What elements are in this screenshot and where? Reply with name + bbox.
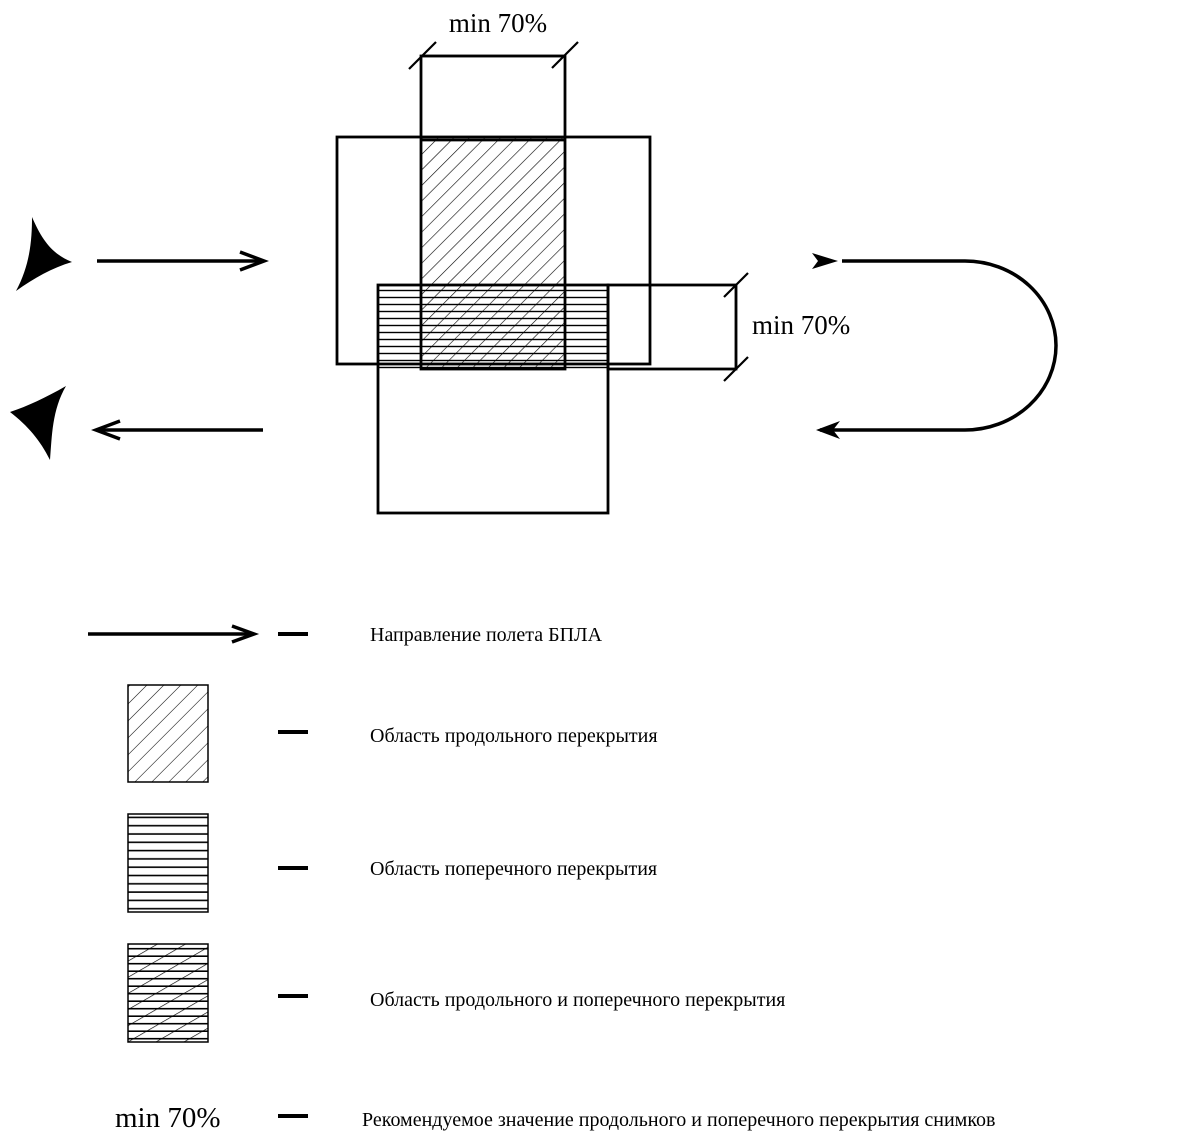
uav-icon-left	[10, 386, 66, 460]
legend-dash-4	[278, 994, 308, 998]
legend-dash-3	[278, 866, 308, 870]
side-dimension-label: min 70%	[752, 310, 850, 340]
image-frame-wide	[335, 135, 652, 366]
side-dimension-marker	[723, 272, 749, 382]
flight-arrow-left	[91, 419, 263, 441]
legend-label-recommended-value: Рекомендуемое значение продольного и поп…	[362, 1109, 995, 1131]
legend-label-transverse-overlap: Область поперечного перекрытия	[370, 858, 657, 880]
flight-arrow-right	[97, 250, 269, 272]
legend-dash-5	[278, 1114, 308, 1118]
legend-flight-arrow	[88, 624, 260, 644]
legend-symbol-min70: min 70%	[115, 1102, 221, 1134]
legend-label-longitudinal-overlap: Область продольного перекрытия	[370, 725, 658, 747]
legend-swatch-transverse	[127, 813, 209, 913]
transverse-overlap-area	[378, 285, 608, 369]
legend-swatch-combined	[127, 943, 209, 1043]
legend-dash-2	[278, 730, 308, 734]
legend-label-combined-overlap: Область продольного и поперечного перекр…	[370, 989, 785, 1011]
top-dimension-marker	[408, 41, 579, 70]
flight-turn-arrow-head-top	[812, 253, 838, 269]
legend-label-flight-direction: Направление полета БПЛА	[370, 624, 603, 646]
uav-icon-right	[16, 217, 72, 291]
legend-swatch-longitudinal	[127, 684, 209, 783]
top-dimension-label: min 70%	[449, 8, 547, 38]
flight-turn-path	[820, 259, 1058, 432]
legend-dash-1	[278, 632, 308, 636]
flight-turn-arrow-head-bottom	[816, 421, 840, 439]
image-frame-bottom	[376, 283, 610, 515]
image-frame-right	[606, 283, 738, 371]
